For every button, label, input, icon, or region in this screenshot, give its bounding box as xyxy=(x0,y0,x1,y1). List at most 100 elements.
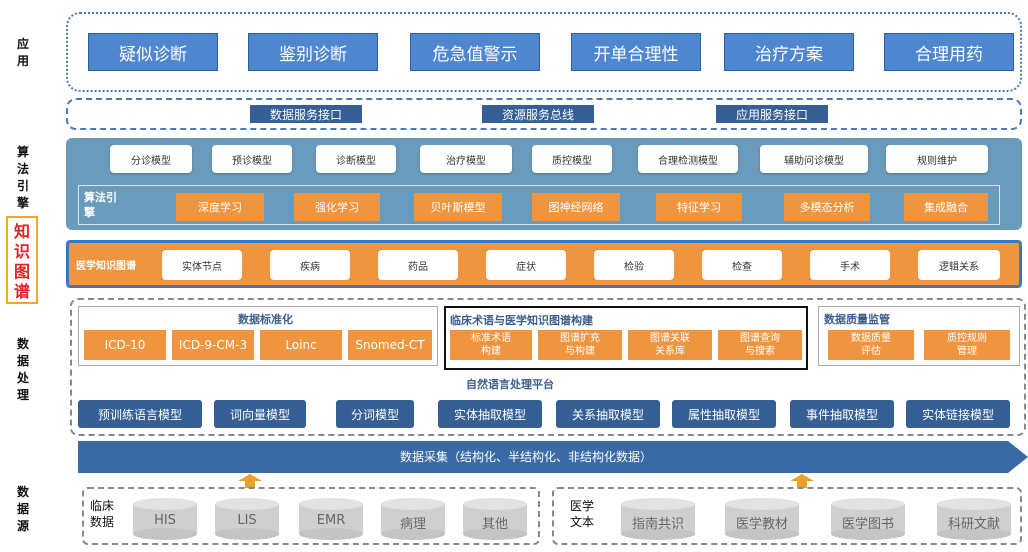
resource-service-bus[interactable]: 资源服务总线 xyxy=(482,105,594,123)
construct-relation-library[interactable]: 图谱关联关系库 xyxy=(628,330,712,360)
kg-surgery[interactable]: 手术 xyxy=(810,250,890,280)
layer-label-kg: 知识图谱 xyxy=(6,216,38,304)
model-diagnosis[interactable]: 诊断模型 xyxy=(316,145,396,173)
layer-label-app: 应用 xyxy=(16,37,29,68)
service-interface-bar xyxy=(66,98,1022,130)
nlp-platform-title: 自然语言处理平台 xyxy=(466,378,554,391)
layer-label-algo: 算法引擎 xyxy=(16,145,29,210)
model-assisted-inquiry[interactable]: 辅助问诊模型 xyxy=(760,145,868,173)
up-arrow-icon xyxy=(238,474,262,488)
nlp-relation-extraction[interactable]: 关系抽取模型 xyxy=(556,400,660,428)
construct-standard-terms-label: 标准术语构建 xyxy=(471,333,511,357)
nlp-word-vector[interactable]: 词向量模型 xyxy=(214,400,306,428)
layer-label-data-processing: 数据处理 xyxy=(16,337,29,402)
kg-logical-relation[interactable]: 逻辑关系 xyxy=(918,250,1000,280)
app-suspected-diagnosis[interactable]: 疑似诊断 xyxy=(88,33,218,71)
medical-text-title: 医学文本 xyxy=(570,499,595,529)
kg-examination[interactable]: 检查 xyxy=(702,250,782,280)
construct-graph-query[interactable]: 图谱查询与搜索 xyxy=(718,330,802,360)
nlp-attribute-extraction[interactable]: 属性抽取模型 xyxy=(672,400,776,428)
up-arrow-icon xyxy=(790,474,814,488)
algo-graph-neural-network[interactable]: 图神经网络 xyxy=(532,193,620,221)
algo-ensemble-fusion[interactable]: 集成融合 xyxy=(904,193,988,221)
standardization-title: 数据标准化 xyxy=(238,313,293,326)
source-his[interactable]: HIS xyxy=(154,513,176,528)
source-guidelines[interactable]: 指南共识 xyxy=(631,517,684,532)
kg-entity-node[interactable]: 实体节点 xyxy=(162,250,242,280)
data-service-interface[interactable]: 数据服务接口 xyxy=(250,105,362,123)
kg-symptom[interactable]: 症状 xyxy=(486,250,566,280)
nlp-event-extraction[interactable]: 事件抽取模型 xyxy=(790,400,894,428)
construct-graph-expansion[interactable]: 图谱扩充与构建 xyxy=(538,330,622,360)
std-icd9cm3[interactable]: ICD-9-CM-3 xyxy=(172,330,254,360)
algo-bayesian-model[interactable]: 贝叶斯模型 xyxy=(414,193,502,221)
construct-graph-query-label: 图谱查询与搜索 xyxy=(740,333,780,357)
model-rational-test[interactable]: 合理检测模型 xyxy=(638,145,738,173)
algo-reinforcement-learning[interactable]: 强化学习 xyxy=(294,193,380,221)
construct-standard-terms[interactable]: 标准术语构建 xyxy=(450,330,532,360)
rule-maintenance[interactable]: 规则维护 xyxy=(886,145,988,173)
database-cylinder-icon xyxy=(215,498,279,540)
nlp-pretrained-lm[interactable]: 预训练语言模型 xyxy=(78,400,202,428)
data-collection-label: 数据采集（结构化、半结构化、非结构化数据） xyxy=(400,450,653,464)
database-cylinder-icon xyxy=(937,498,1011,540)
database-cylinder-icon xyxy=(299,498,363,540)
app-critical-alert[interactable]: 危急值警示 xyxy=(410,33,540,71)
source-other[interactable]: 其他 xyxy=(481,517,508,532)
quality-box xyxy=(818,306,1020,366)
nlp-entity-extraction[interactable]: 实体抽取模型 xyxy=(438,400,542,428)
construct-graph-expansion-label: 图谱扩充与构建 xyxy=(560,333,600,357)
app-rational-medication[interactable]: 合理用药 xyxy=(884,33,1014,71)
standardization-box xyxy=(78,306,438,366)
std-snomed-ct[interactable]: Snomed-CT xyxy=(348,330,432,360)
application-layer-box xyxy=(66,12,1022,92)
quality-rule-management-label: 质控规则管理 xyxy=(947,333,987,357)
kg-lab-test[interactable]: 检验 xyxy=(594,250,674,280)
medical-text-box xyxy=(552,487,1022,545)
construct-relation-library-label: 图谱关联关系库 xyxy=(650,333,690,357)
quality-rule-management[interactable]: 质控规则管理 xyxy=(924,330,1010,360)
source-books[interactable]: 医学图书 xyxy=(841,517,894,532)
quality-assessment[interactable]: 数据质量评估 xyxy=(828,330,914,360)
database-cylinder-icon xyxy=(381,498,445,540)
source-lis[interactable]: LIS xyxy=(237,513,257,528)
kg-disease[interactable]: 疾病 xyxy=(270,250,350,280)
model-treatment[interactable]: 治疗模型 xyxy=(420,145,512,173)
layer-label-data-source: 数据源 xyxy=(16,485,29,533)
database-cylinder-icon xyxy=(831,498,905,540)
app-service-interface[interactable]: 应用服务接口 xyxy=(716,105,828,123)
algorithm-engine-sublabel: 算法引擎 xyxy=(84,191,117,219)
data-processing-box xyxy=(70,298,1026,436)
source-textbooks[interactable]: 医学教材 xyxy=(735,517,788,532)
nlp-entity-linking[interactable]: 实体链接模型 xyxy=(906,400,1010,428)
algo-multimodal-analysis[interactable]: 多模态分析 xyxy=(784,193,870,221)
database-cylinder-icon xyxy=(725,498,799,540)
model-prediagnosis[interactable]: 预诊模型 xyxy=(212,145,292,173)
quality-assessment-label: 数据质量评估 xyxy=(851,333,891,357)
data-collection-arrow xyxy=(78,441,1028,473)
construction-box xyxy=(444,306,808,370)
kg-drug[interactable]: 药品 xyxy=(378,250,458,280)
database-cylinder-icon xyxy=(621,498,695,540)
quality-title: 数据质量监管 xyxy=(824,313,890,326)
database-cylinder-icon xyxy=(463,498,527,540)
algorithm-methods-box xyxy=(78,185,1000,225)
model-quality-control[interactable]: 质控模型 xyxy=(532,145,612,173)
algo-feature-learning[interactable]: 特征学习 xyxy=(656,193,742,221)
clinical-data-box xyxy=(82,487,540,545)
app-differential-diagnosis[interactable]: 鉴别诊断 xyxy=(248,33,378,71)
clinical-data-title: 临床数据 xyxy=(90,499,115,529)
source-research-papers[interactable]: 科研文献 xyxy=(947,517,1000,532)
database-cylinder-icon xyxy=(133,498,197,540)
std-icd10[interactable]: ICD-10 xyxy=(84,330,166,360)
app-order-rationality[interactable]: 开单合理性 xyxy=(571,33,701,71)
knowledge-graph-title: 医学知识图谱 xyxy=(76,261,136,272)
source-pathology[interactable]: 病理 xyxy=(399,517,426,532)
source-emr[interactable]: EMR xyxy=(316,513,346,528)
construction-title: 临床术语与医学知识图谱构建 xyxy=(450,314,593,327)
std-loinc[interactable]: Loinc xyxy=(260,330,342,360)
model-triage[interactable]: 分诊模型 xyxy=(110,145,192,173)
nlp-segmentation[interactable]: 分词模型 xyxy=(336,400,414,428)
algo-deep-learning[interactable]: 深度学习 xyxy=(176,193,264,221)
app-treatment-plan[interactable]: 治疗方案 xyxy=(724,33,854,71)
